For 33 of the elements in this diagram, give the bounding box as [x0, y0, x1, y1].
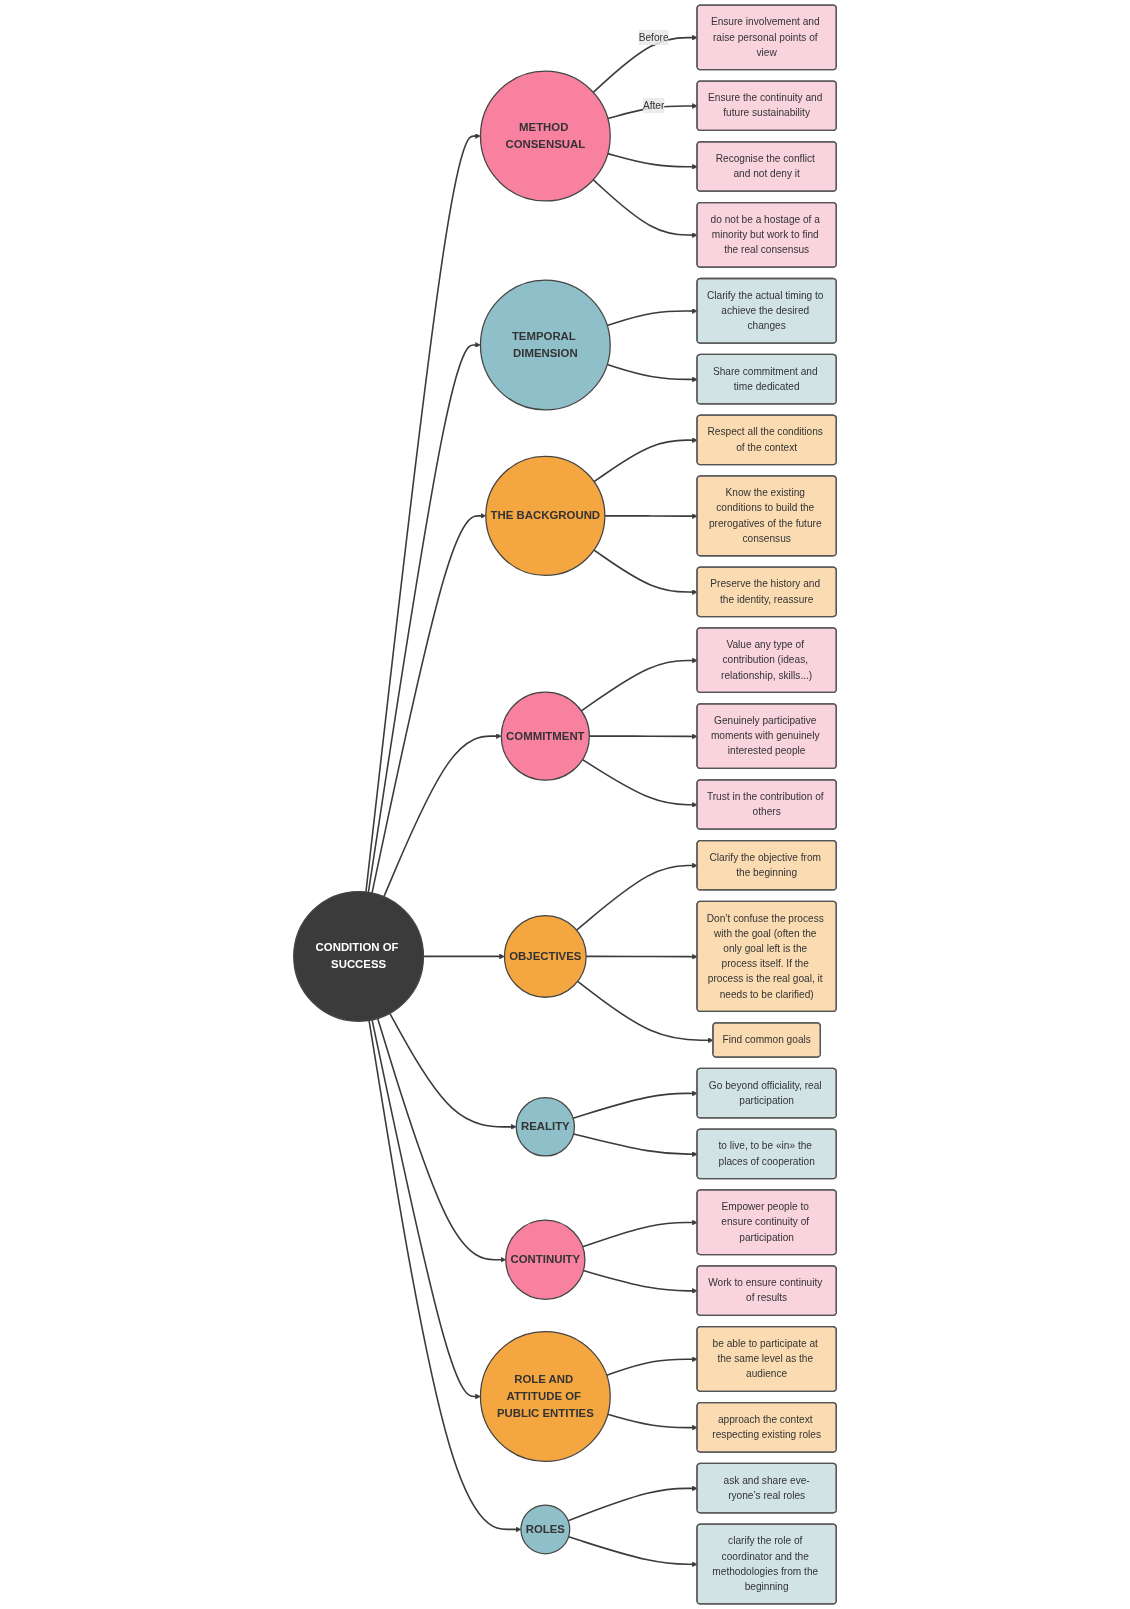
arrow — [365, 133, 481, 893]
arrow — [592, 34, 698, 94]
node-circle: CONDITION OF SUCCESS — [293, 890, 425, 1022]
arrow — [592, 179, 698, 238]
arrow — [572, 1090, 698, 1119]
arrow — [567, 1485, 698, 1522]
node-circle: ROLE AND ATTITUDE OF PUBLIC ENTITIES — [479, 1330, 611, 1462]
node-circle: TEMPORAL DIMENSION — [479, 279, 611, 411]
arrow — [383, 733, 502, 898]
node-circle: CONTINUITY — [505, 1219, 586, 1300]
edge-label: After — [642, 100, 665, 111]
arrow — [367, 342, 481, 894]
edge-label: Before — [638, 31, 669, 43]
arrow — [581, 1219, 698, 1248]
arrow — [575, 862, 698, 931]
arrow — [593, 437, 698, 483]
arrow — [368, 1019, 522, 1533]
node-circle: REALITY — [515, 1097, 576, 1157]
arrow — [607, 152, 698, 170]
arrow — [604, 513, 698, 519]
arrow — [593, 549, 698, 595]
arrow — [371, 1019, 481, 1400]
arrow — [580, 657, 698, 712]
node-circle: THE BACKGROUND — [485, 455, 606, 576]
arrow — [605, 1356, 698, 1377]
arrow — [606, 308, 698, 327]
arrow — [606, 363, 698, 383]
node-circle: OBJECTIVES — [503, 914, 587, 998]
node-circle: COMMITMENT — [500, 691, 590, 781]
arrow — [389, 1012, 517, 1130]
node-circle: METHOD CONSENSUAL — [479, 70, 611, 202]
node-circle: ROLES — [520, 1504, 571, 1555]
arrow — [606, 1413, 698, 1431]
